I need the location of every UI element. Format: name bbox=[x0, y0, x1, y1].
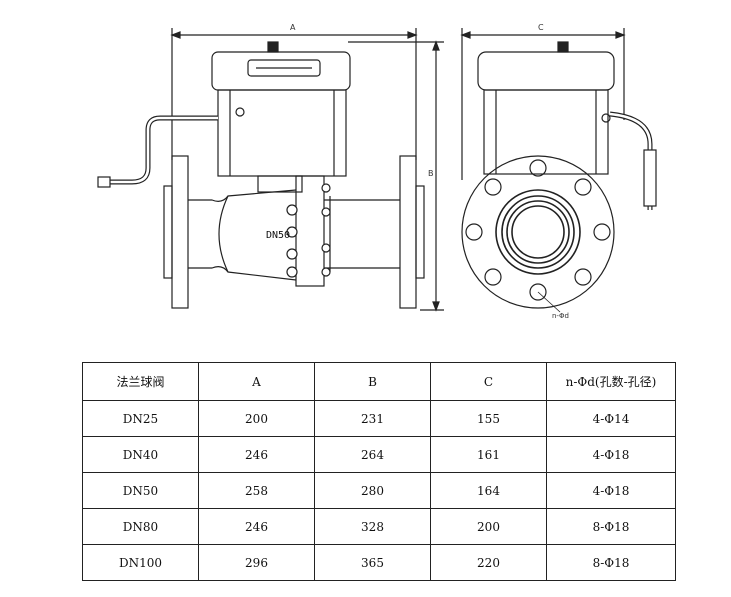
front-view bbox=[97, 28, 444, 312]
cell-model: DN40 bbox=[82, 436, 199, 473]
cell-model: DN25 bbox=[82, 400, 199, 437]
technical-drawing: A C B DN50 n-Φd bbox=[97, 23, 657, 320]
left-flange bbox=[171, 155, 189, 309]
header-c: C bbox=[430, 362, 547, 401]
cell-a: 246 bbox=[198, 436, 315, 473]
cell-model: DN80 bbox=[82, 508, 199, 545]
table-row: DN50 258 280 164 4-Φ18 bbox=[82, 472, 676, 509]
cell-b: 280 bbox=[314, 472, 431, 509]
cell-c: 161 bbox=[430, 436, 547, 473]
cell-c: 220 bbox=[430, 544, 547, 581]
cell-b: 365 bbox=[314, 544, 431, 581]
cell-a: 296 bbox=[198, 544, 315, 581]
cell-model: DN50 bbox=[82, 472, 199, 509]
spec-table: 法兰球阀 A B C n-Φd(孔数-孔径) DN25 200 231 155 … bbox=[82, 362, 676, 581]
hole-label: n-Φd bbox=[552, 312, 569, 320]
label-b: B bbox=[428, 169, 434, 178]
cell-a: 258 bbox=[198, 472, 315, 509]
label-c: C bbox=[538, 23, 544, 32]
header-holes: n-Φd(孔数-孔径) bbox=[546, 362, 676, 401]
table-row: DN80 246 328 200 8-Φ18 bbox=[82, 508, 676, 545]
label-a: A bbox=[290, 23, 296, 32]
header-b: B bbox=[314, 362, 431, 401]
flange-face bbox=[461, 155, 615, 309]
cell-model: DN100 bbox=[82, 544, 199, 581]
cell-a: 200 bbox=[198, 400, 315, 437]
table-row: DN25 200 231 155 4-Φ14 bbox=[82, 400, 676, 437]
cell-b: 328 bbox=[314, 508, 431, 545]
cell-holes: 8-Φ18 bbox=[546, 544, 676, 581]
cell-a: 246 bbox=[198, 508, 315, 545]
table-row: DN100 296 365 220 8-Φ18 bbox=[82, 544, 676, 581]
side-view bbox=[460, 28, 657, 313]
cell-b: 231 bbox=[314, 400, 431, 437]
table-row: DN40 246 264 161 4-Φ18 bbox=[82, 436, 676, 473]
header-a: A bbox=[198, 362, 315, 401]
cell-c: 155 bbox=[430, 400, 547, 437]
header-model: 法兰球阀 bbox=[82, 362, 199, 401]
cell-holes: 4-Φ18 bbox=[546, 436, 676, 473]
cell-b: 264 bbox=[314, 436, 431, 473]
right-flange bbox=[399, 155, 417, 309]
table-header-row: 法兰球阀 A B C n-Φd(孔数-孔径) bbox=[82, 362, 676, 401]
actuator-body bbox=[217, 89, 347, 177]
body-label: DN50 bbox=[266, 230, 290, 241]
actuator-cover bbox=[211, 51, 351, 91]
cell-c: 164 bbox=[430, 472, 547, 509]
cell-holes: 4-Φ14 bbox=[546, 400, 676, 437]
cell-holes: 4-Φ18 bbox=[546, 472, 676, 509]
cell-c: 200 bbox=[430, 508, 547, 545]
cell-holes: 8-Φ18 bbox=[546, 508, 676, 545]
